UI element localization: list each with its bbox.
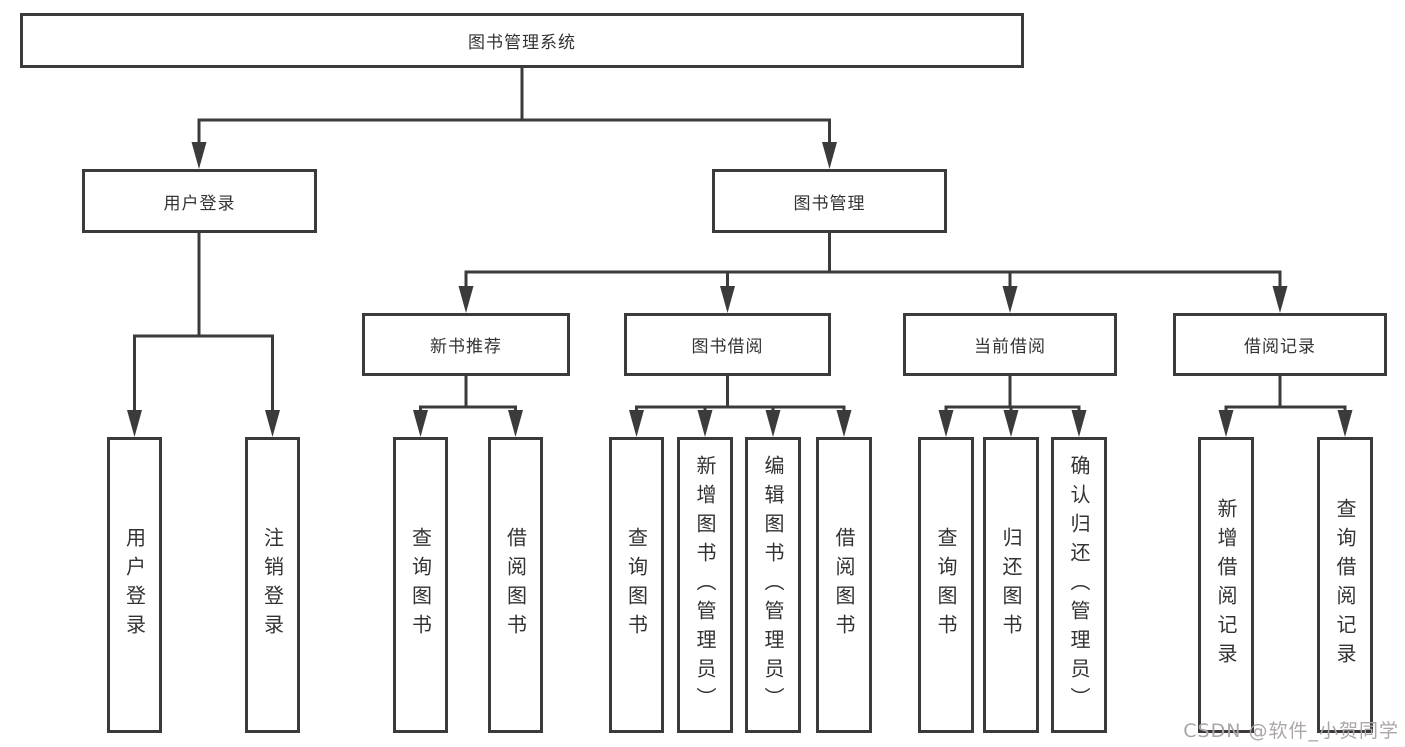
- node-label: 查询借阅记录: [1333, 498, 1357, 672]
- leaf-logout: 注销登录: [245, 437, 300, 733]
- node-label: 新书推荐: [430, 337, 502, 357]
- leaf-newbook-borrow-books: 借阅图书: [488, 437, 543, 733]
- leaf-current-confirm-return-admin: 确认归还（管理员）: [1051, 437, 1107, 733]
- node-book-borrowing: 图书借阅: [624, 313, 831, 376]
- node-new-book-recommendation: 新书推荐: [362, 313, 570, 376]
- leaf-records-query-record: 查询借阅记录: [1317, 437, 1373, 733]
- node-label: 图书管理: [793, 193, 866, 214]
- node-book-management: 图书管理: [712, 169, 947, 233]
- leaf-newbook-query-books: 查询图书: [393, 437, 448, 733]
- node-label: 图书借阅: [691, 337, 764, 357]
- node-label: 借阅记录: [1244, 337, 1316, 357]
- leaf-borrow-borrow-books: 借阅图书: [816, 437, 872, 733]
- leaf-borrow-add-books-admin: 新增图书（管理员）: [677, 437, 733, 733]
- leaf-current-return-books: 归还图书: [983, 437, 1039, 733]
- node-label: 编辑图书（管理员）: [761, 454, 785, 716]
- node-label: 查询图书: [934, 527, 958, 643]
- arrowheads: [127, 142, 1353, 437]
- node-label: 注销登录: [260, 527, 285, 643]
- node-label: 新增借阅记录: [1214, 498, 1238, 672]
- node-label: 查询图书: [624, 527, 649, 643]
- node-borrowing-records: 借阅记录: [1173, 313, 1387, 376]
- node-label: 图书管理系统: [468, 33, 576, 53]
- node-user-login: 用户登录: [82, 169, 317, 233]
- leaf-borrow-edit-books-admin: 编辑图书（管理员）: [745, 437, 801, 733]
- node-label: 当前借阅: [974, 337, 1046, 357]
- leaf-user-login: 用户登录: [107, 437, 162, 733]
- node-label: 归还图书: [999, 527, 1023, 643]
- node-label: 用户登录: [163, 193, 236, 214]
- node-label: 新增图书（管理员）: [693, 454, 717, 716]
- leaf-current-query-books: 查询图书: [918, 437, 974, 733]
- node-current-borrowing: 当前借阅: [903, 313, 1117, 376]
- node-label: 确认归还（管理员）: [1067, 454, 1091, 716]
- node-library-management-system: 图书管理系统: [20, 13, 1024, 68]
- leaf-records-add-record: 新增借阅记录: [1198, 437, 1254, 733]
- node-label: 查询图书: [408, 527, 433, 643]
- leaf-borrow-query-books: 查询图书: [609, 437, 664, 733]
- node-label: 借阅图书: [832, 527, 856, 643]
- node-label: 借阅图书: [503, 527, 528, 643]
- node-label: 用户登录: [122, 527, 147, 643]
